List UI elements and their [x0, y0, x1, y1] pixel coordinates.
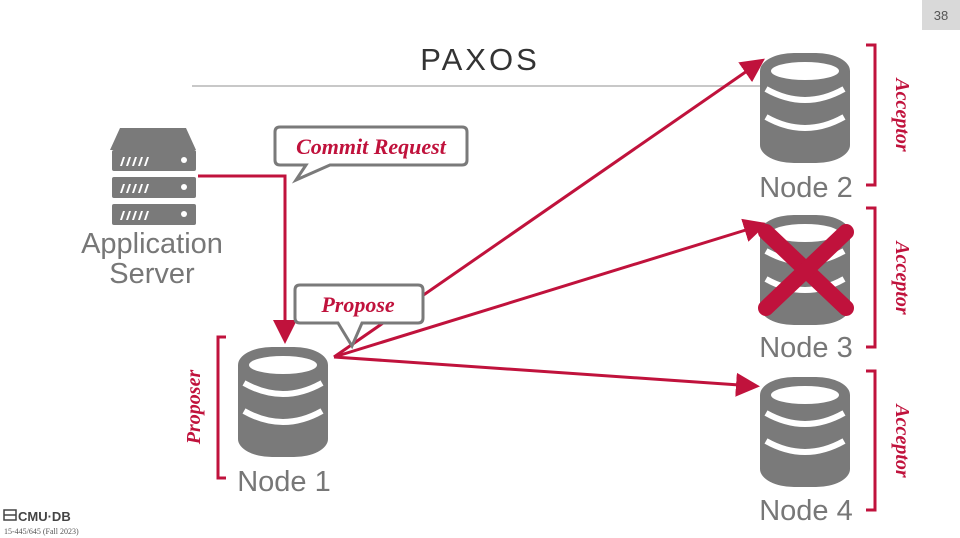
failure-x-icon	[758, 224, 854, 316]
cmu-db-logo: CMU·DB	[3, 509, 71, 524]
propose-text: Propose	[320, 292, 395, 317]
footer-course: 15-445/645 (Fall 2023)	[4, 527, 79, 536]
app-server-label-line2: Server	[109, 258, 195, 290]
propose-arrow-node3	[333, 218, 768, 359]
acceptor-bracket-node4	[866, 369, 877, 512]
propose-callout: Propose	[293, 283, 425, 350]
proposer-label: Proposer	[183, 370, 205, 446]
propose-arrow-node4	[333, 355, 760, 397]
node2-label: Node 2	[759, 172, 853, 204]
page-number: 38	[922, 0, 960, 30]
database-icon-node1	[238, 347, 328, 457]
node1-label: Node 1	[237, 466, 331, 498]
acceptor-label-node2: Acceptor	[891, 76, 913, 152]
node4-label: Node 4	[759, 495, 853, 527]
acceptor-bracket-node2	[866, 43, 877, 187]
acceptor-bracket-node3	[866, 206, 877, 349]
commit-request-text: Commit Request	[296, 134, 447, 159]
acceptor-label-node3: Acceptor	[891, 239, 913, 315]
commit-request-arrow	[198, 174, 297, 344]
footer-logo-text: CMU·DB	[18, 509, 71, 524]
node3-label: Node 3	[759, 332, 853, 364]
app-server-label-line1: Application	[81, 228, 223, 260]
page-title: PAXOS	[420, 42, 540, 77]
database-icon-node4	[760, 377, 850, 487]
acceptor-label-node4: Acceptor	[891, 402, 913, 478]
server-icon	[110, 128, 196, 225]
proposer-bracket	[216, 335, 226, 480]
database-icon-node2	[760, 53, 850, 163]
commit-request-callout: Commit Request	[273, 125, 469, 184]
